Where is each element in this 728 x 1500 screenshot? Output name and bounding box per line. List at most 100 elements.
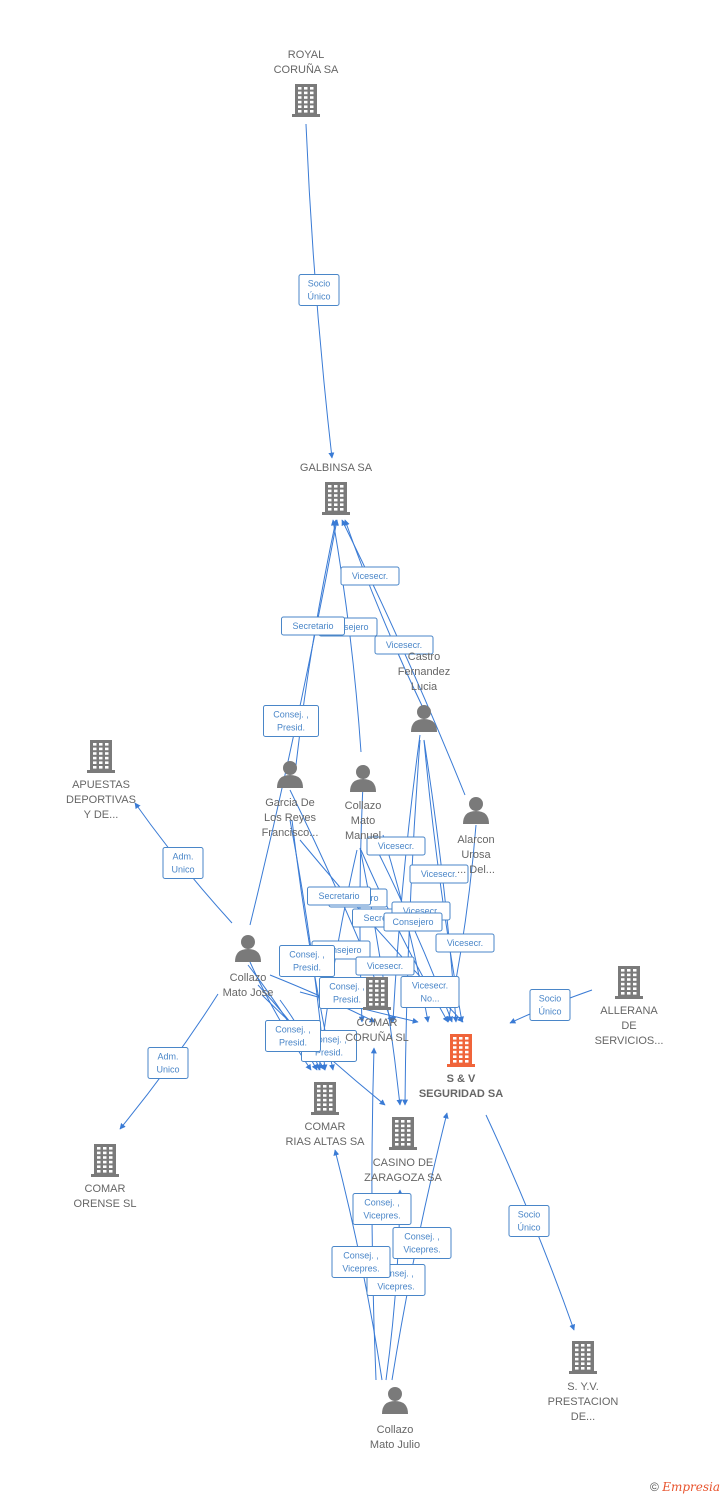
node-label: Urosa xyxy=(461,849,491,861)
role-badge: Secretario xyxy=(307,886,371,906)
badge-text: Socio xyxy=(518,1210,541,1220)
role-badge: Secretario xyxy=(281,616,345,636)
badge-text: Secretario xyxy=(292,621,333,631)
badge-text: Consejero xyxy=(327,622,368,632)
person-icon xyxy=(382,1387,408,1414)
node-allerana[interactable]: ALLERANADESERVICIOS... xyxy=(595,966,664,1047)
badge-text: Vicesecr. xyxy=(421,869,457,879)
node-label: S. Y.V. xyxy=(567,1381,599,1393)
footer-brand: © Empresia xyxy=(650,1480,720,1494)
person-icon xyxy=(463,797,489,824)
node-syv[interactable]: S. Y.V. PRESTACION DE... xyxy=(548,1341,619,1423)
role-badge: Consej. ,Vicepres. xyxy=(352,1193,412,1225)
node-label: DE... xyxy=(571,1411,595,1423)
node-label: CASINO DE xyxy=(373,1157,434,1169)
badge-text: Vicepres. xyxy=(342,1264,379,1274)
node-label: DEPORTIVAS xyxy=(66,794,136,806)
person-icon xyxy=(277,761,303,788)
node-label: PRESTACION xyxy=(548,1396,619,1408)
person-icon xyxy=(411,705,437,732)
badge-text: Vicesecr. xyxy=(367,961,403,971)
node-label: ALLERANA xyxy=(600,1005,658,1017)
node-label: CORUÑA SA xyxy=(274,63,339,76)
badge-text: Único xyxy=(307,292,330,302)
node-label: RIAS ALTAS SA xyxy=(285,1136,365,1148)
role-badge: Consej. ,Vicepres. xyxy=(392,1227,452,1259)
building-icon xyxy=(87,740,115,773)
node-label: Los Reyes xyxy=(264,812,316,824)
node-label: Y DE... xyxy=(84,809,119,821)
node-label: Collazo xyxy=(377,1424,414,1436)
person-icon xyxy=(350,765,376,792)
badge-text: Consej. , xyxy=(364,1198,400,1208)
node-label: CORUÑA SL xyxy=(345,1031,409,1044)
role-badge: Vicesecr. xyxy=(366,836,426,856)
node-sv[interactable]: S & V SEGURIDAD SA xyxy=(419,1034,503,1100)
brand-name: Empresia xyxy=(662,1480,720,1494)
badges-layer: SocioÚnicoVicesecr.ConsejeroSecretarioVi… xyxy=(147,274,571,1296)
building-icon xyxy=(363,977,391,1010)
badge-text: Consej. , xyxy=(404,1232,440,1242)
badge-text: Socio xyxy=(539,994,562,1004)
badge-text: Presid. xyxy=(333,995,361,1005)
building-icon xyxy=(615,966,643,999)
badge-text: Adm. xyxy=(157,1052,178,1062)
relation-edge xyxy=(359,847,403,1106)
building-icon xyxy=(311,1082,339,1115)
node-galbinsa[interactable]: GALBINSA SA xyxy=(300,462,373,515)
building-icon xyxy=(322,482,350,515)
badge-text: Consej. , xyxy=(378,1269,414,1279)
role-badge: Consejero xyxy=(383,912,443,932)
node-label: Mato Julio xyxy=(370,1439,420,1451)
role-badge: Adm.Unico xyxy=(162,847,204,879)
role-badge: Consej. ,Presid. xyxy=(279,945,335,977)
relation-edge xyxy=(390,734,421,1023)
node-label: APUESTAS xyxy=(72,779,130,791)
role-badge: Vicesecr. xyxy=(355,956,415,976)
badge-text: Presid. xyxy=(277,723,305,733)
badge-text: No... xyxy=(420,994,439,1004)
node-label: Collazo xyxy=(230,972,267,984)
node-label: Collazo xyxy=(345,800,382,812)
badge-text: Consejero xyxy=(320,945,361,955)
badge-text: Presid. xyxy=(293,963,321,973)
node-casino[interactable]: CASINO DE ZARAGOZA SA xyxy=(364,1117,442,1184)
building-icon xyxy=(91,1144,119,1177)
role-badge: Consej. , Vicepres. xyxy=(331,1246,391,1278)
badge-text: Consej. , xyxy=(329,982,365,992)
node-label: ZARAGOZA SA xyxy=(364,1172,442,1184)
node-label: SEGURIDAD SA xyxy=(419,1088,503,1100)
badge-text: Consejero xyxy=(392,917,433,927)
badge-text: Consej. , xyxy=(273,710,309,720)
building-icon xyxy=(389,1117,417,1150)
badge-text: Presid. xyxy=(315,1048,343,1058)
node-label: Garcia De xyxy=(265,797,315,809)
badge-text: Consej. , xyxy=(343,1251,379,1261)
building-icon xyxy=(447,1034,475,1067)
relation-edge xyxy=(341,519,466,796)
role-badge: Consej. , Presid. xyxy=(263,705,319,737)
badge-text: Socio xyxy=(308,279,331,289)
node-label: S & V xyxy=(447,1073,476,1085)
node-apuestas[interactable]: APUESTAS DEPORTIVAS Y DE... xyxy=(66,740,136,821)
badge-text: Consej. , xyxy=(311,1035,347,1045)
edges-layer xyxy=(119,123,593,1381)
person-icon xyxy=(235,935,261,962)
node-label: Castro xyxy=(408,651,440,663)
badge-text: Unico xyxy=(171,865,194,875)
badge-text: Presid. xyxy=(279,1038,307,1048)
